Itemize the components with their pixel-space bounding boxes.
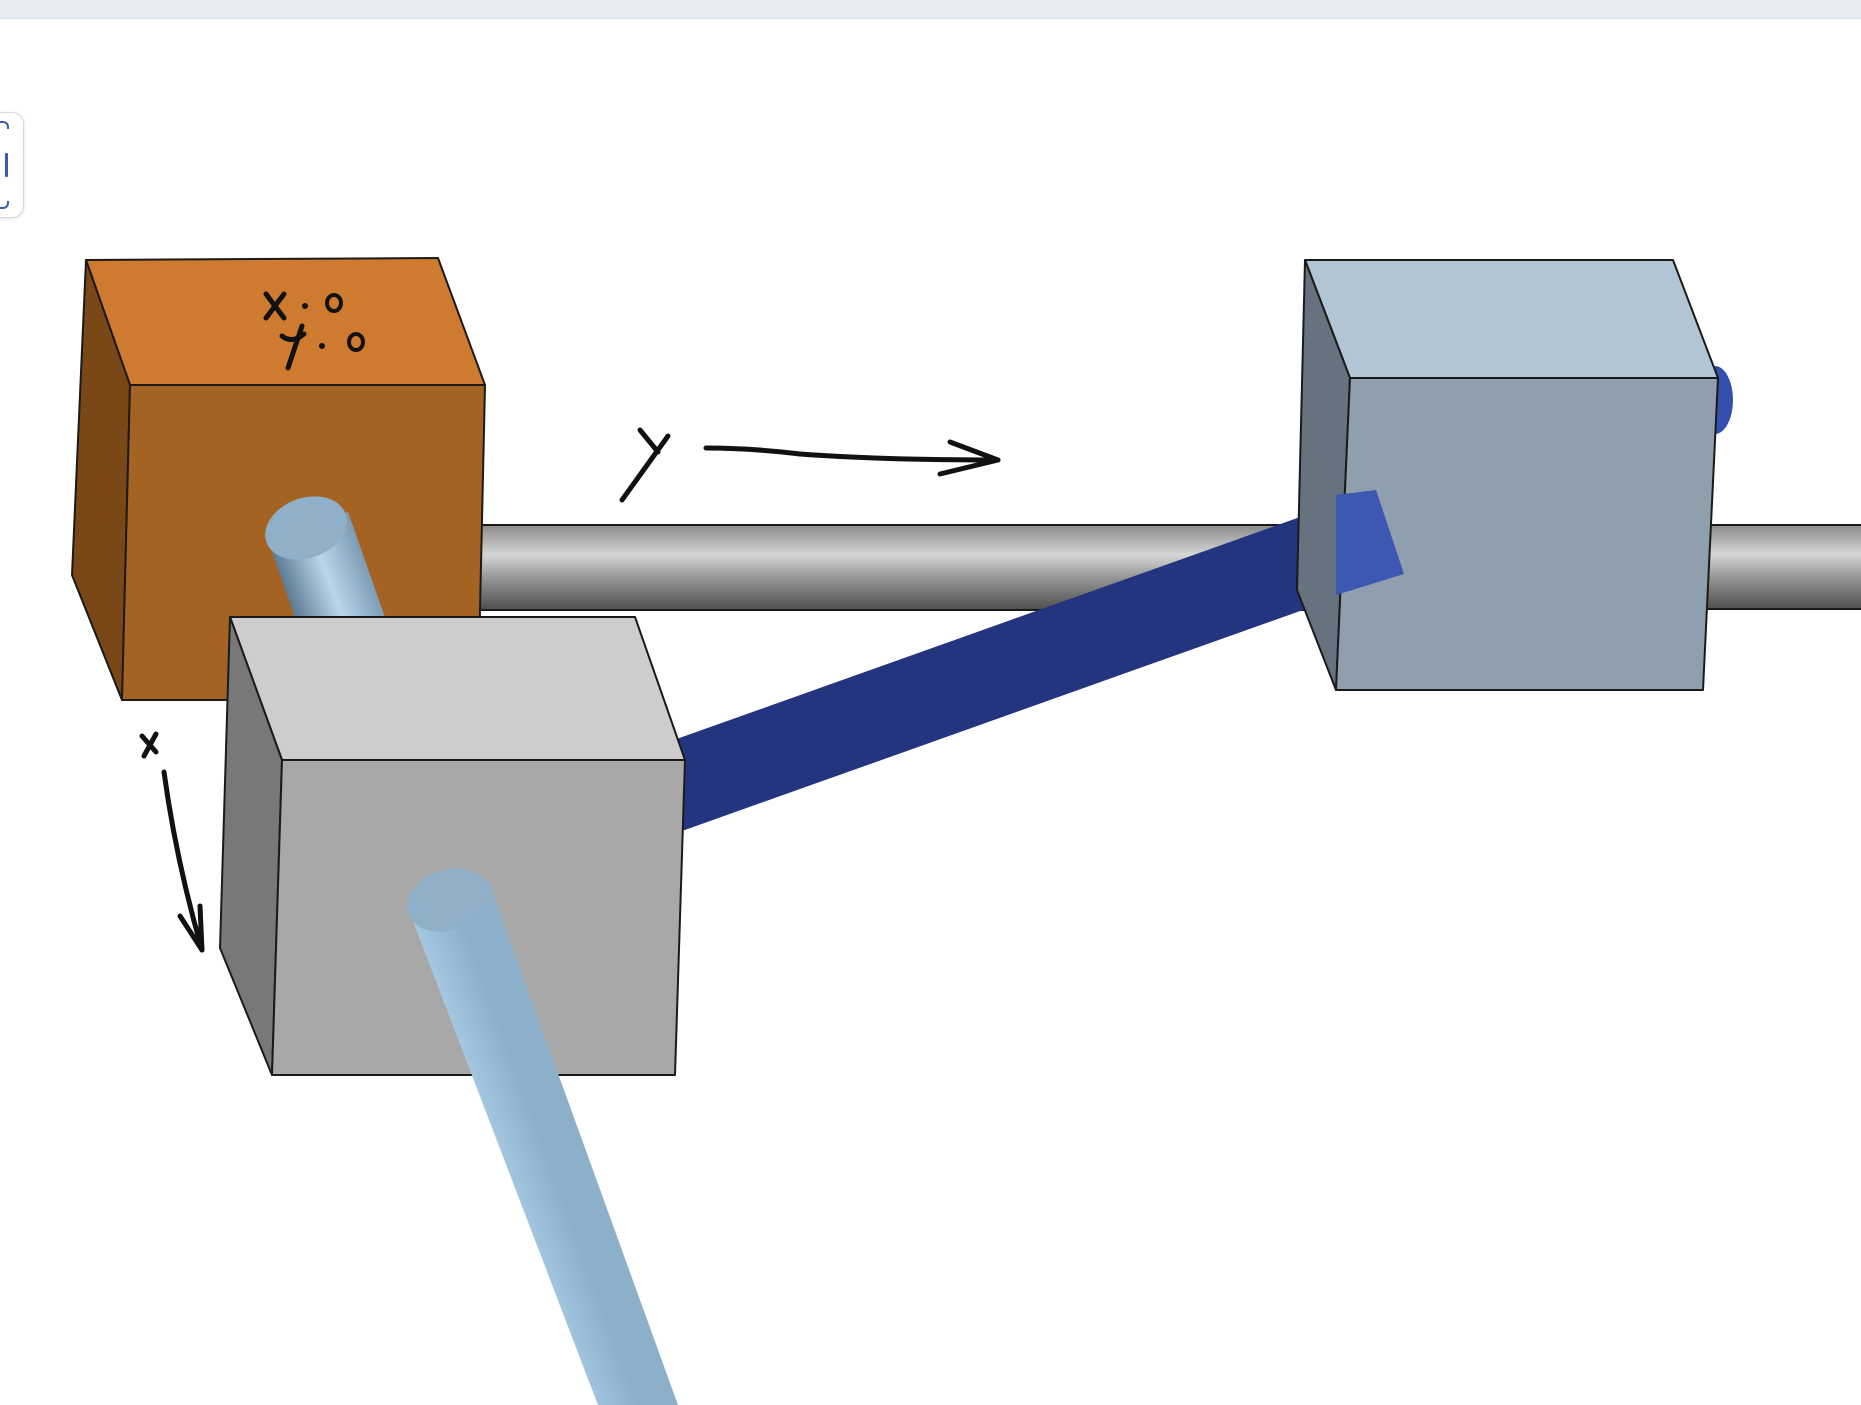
carriage-block-top-face [229, 616, 686, 761]
y-axis-arrow-head [937, 439, 1001, 477]
x-axis-letter [139, 731, 159, 759]
ink-x-letter [263, 291, 287, 321]
slider-block-top-face [1304, 259, 1719, 379]
x-axis-arrow-shaft [161, 769, 205, 953]
y-axis-letter [619, 427, 671, 503]
y-axis-arrow-shaft [703, 445, 1001, 463]
light-rod-lower [407, 868, 678, 1405]
ink-y-letter [279, 323, 307, 371]
handle-bottom-tick [0, 201, 9, 209]
ink-zero-1 [325, 293, 343, 313]
light-rod-lower-body [408, 880, 678, 1405]
connecting-rod-body [640, 490, 1404, 836]
handle-bar [5, 153, 8, 177]
origin-note [263, 291, 365, 371]
slider-block [1296, 259, 1733, 691]
light-rod-lower-cap [407, 868, 489, 932]
x-axis-arrow-head [177, 903, 205, 953]
drag-handle-icon[interactable] [0, 112, 24, 218]
y-axis-annotation [619, 427, 1001, 503]
ink-dot-1 [302, 303, 308, 309]
ink-zero-2 [347, 332, 365, 352]
light-rod-upper-cap [265, 496, 347, 560]
connecting-rod-socket [1336, 490, 1404, 595]
rail-right-segment [1700, 525, 1861, 609]
slider-block-front-face [1335, 377, 1719, 691]
ink-dot-2 [319, 343, 325, 349]
handle-top-tick [0, 121, 9, 129]
top-toolbar [0, 0, 1861, 19]
handwritten-annotations [139, 291, 1001, 953]
origin-block-top-face [85, 257, 486, 386]
x-axis-annotation [139, 731, 205, 953]
